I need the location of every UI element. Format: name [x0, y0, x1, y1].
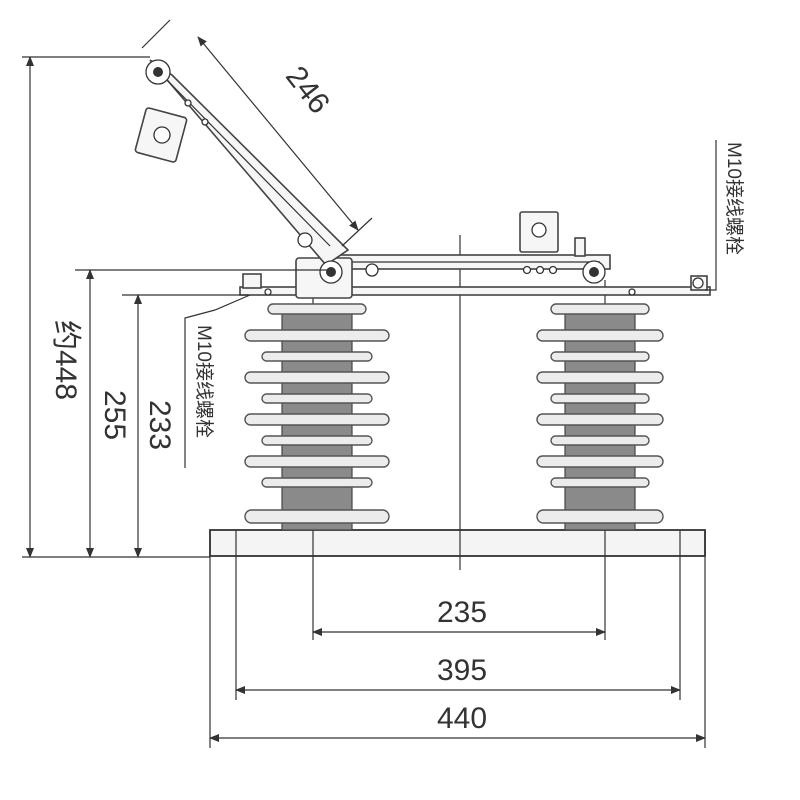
label-bolt-left: M10接线螺栓	[193, 325, 215, 438]
dim-total-height: 约448	[49, 320, 82, 400]
right-insulator	[536, 303, 664, 531]
extension-lines	[22, 19, 373, 558]
base-plate	[209, 529, 706, 748]
label-bolt-right: M10接线螺栓	[723, 142, 745, 255]
dimension-lines	[26, 36, 717, 742]
dim-arm-length: 246	[279, 60, 336, 120]
dim-insulator-spacing: 235	[437, 596, 487, 629]
dim-mount-hole-spacing: 395	[437, 654, 487, 687]
dim-base-width: 440	[437, 702, 487, 735]
dimension-texts: 246 约448 255 233 235 395 440 M10接线螺栓 M10…	[49, 60, 745, 735]
left-insulator	[244, 303, 390, 531]
switch-mechanism	[134, 59, 711, 299]
dim-height-lower: 233	[143, 400, 176, 450]
dim-line-arm	[197, 36, 359, 231]
dim-height-top-contact: 255	[98, 390, 131, 440]
